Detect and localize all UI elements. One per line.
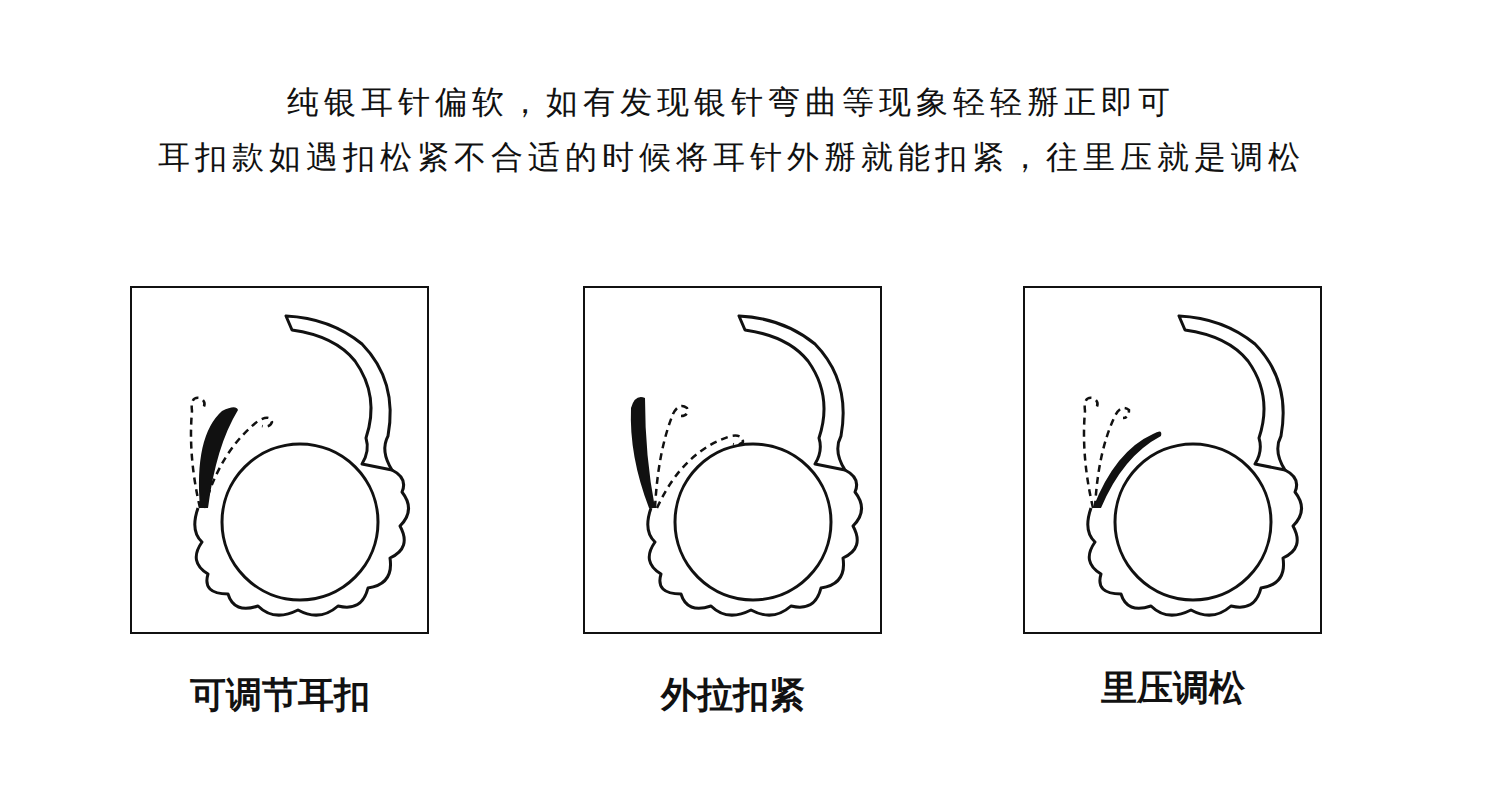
note-text: 耳扣款如遇扣松紧不合适的时候将耳针外掰就能扣紧，往里压就是调松	[0, 137, 1462, 177]
illustration-frame: 外拉扣紧	[583, 286, 882, 634]
illustration-frame: 里压调松	[1023, 286, 1322, 634]
frame-caption: 里压调松	[965, 666, 1380, 710]
illustration-frame: 可调节耳扣	[130, 286, 429, 634]
frame-caption: 可调节耳扣	[72, 673, 487, 717]
frame-caption: 外拉扣紧	[525, 673, 940, 717]
title-text: 纯银耳针偏软，如有发现银针弯曲等现象轻轻掰正即可	[0, 82, 1462, 122]
